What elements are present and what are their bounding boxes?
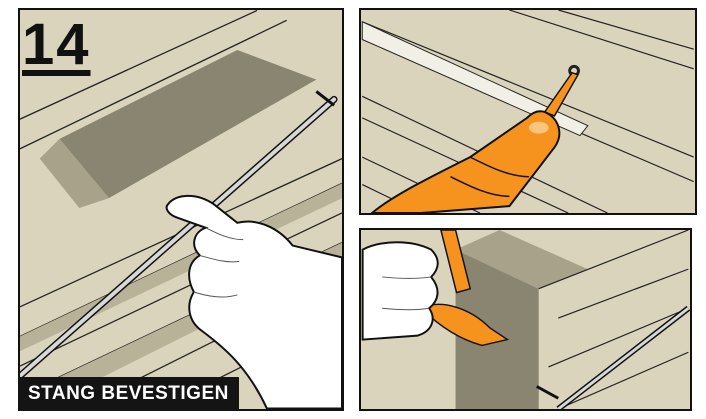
panel-hand-with-drill <box>359 228 692 411</box>
step-number: 14 <box>22 12 91 77</box>
step-title: STANG BEVESTIGEN <box>18 377 239 411</box>
hand-gloved-placing-rod-icon <box>20 10 342 409</box>
hand-holding-drill-icon <box>361 230 690 409</box>
panel-drill-hole <box>359 8 697 215</box>
drill-with-bit-icon <box>361 10 694 213</box>
panel-place-rod <box>18 8 344 411</box>
